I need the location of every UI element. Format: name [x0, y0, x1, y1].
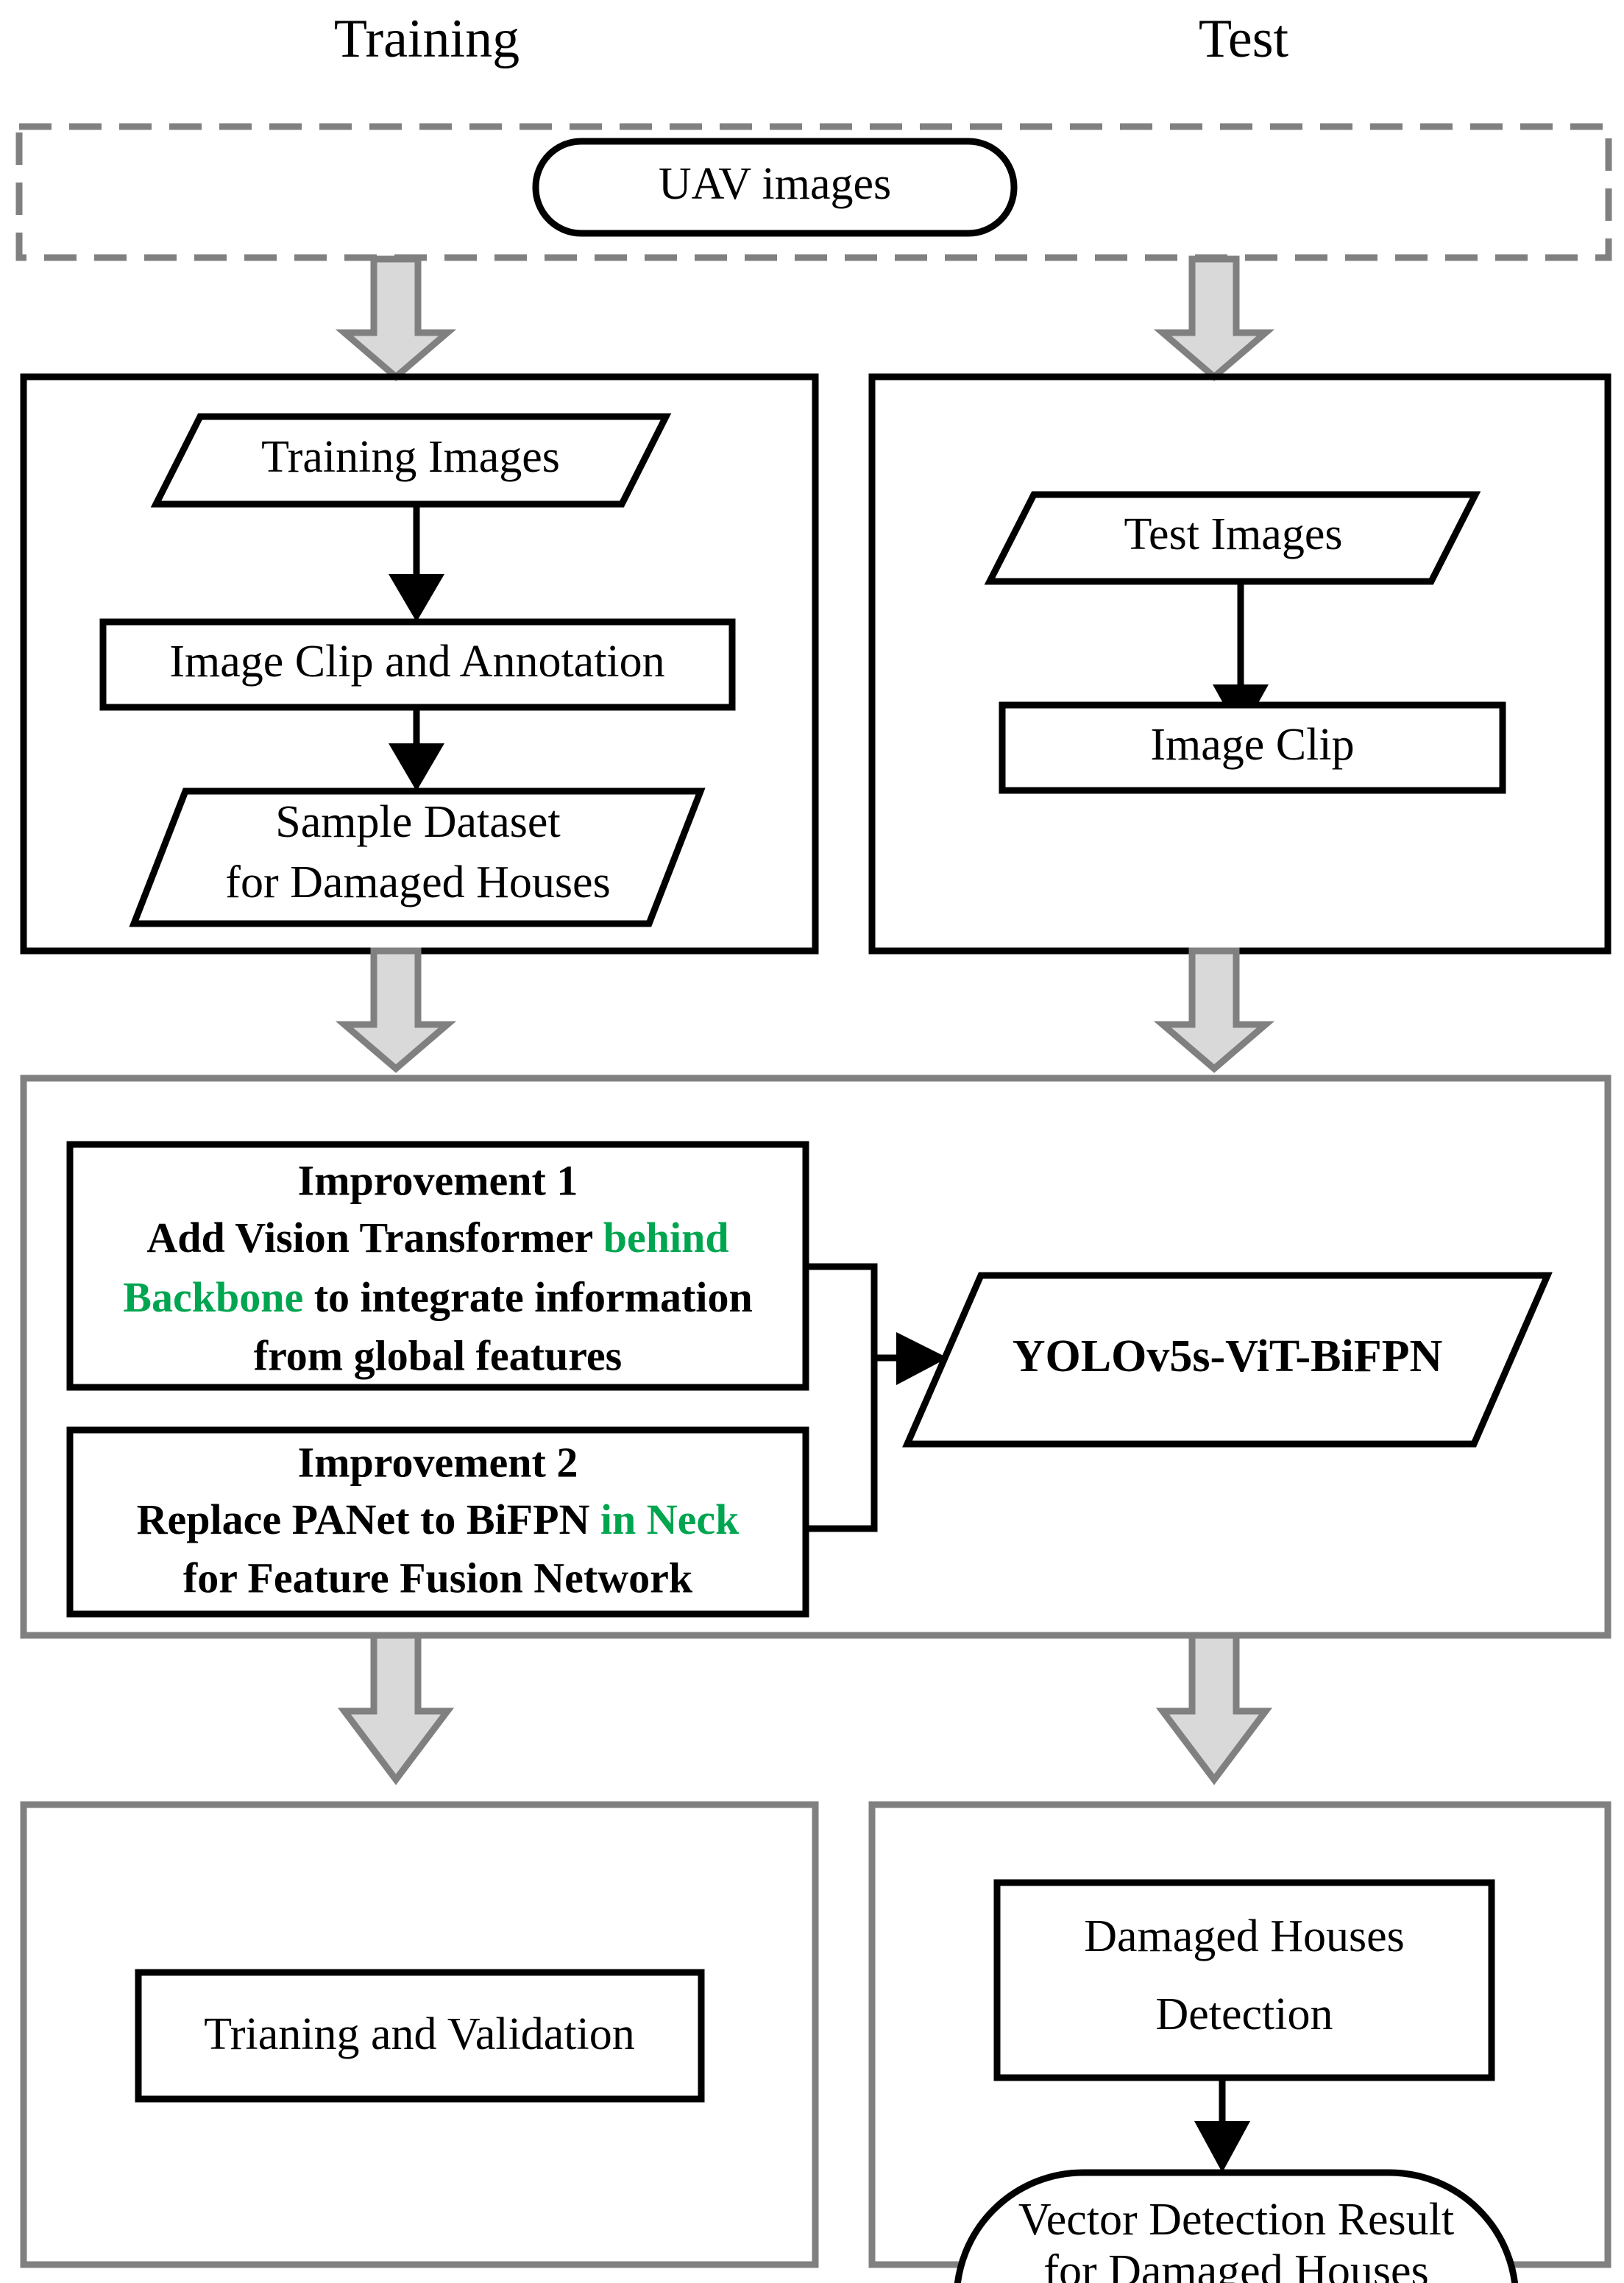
improvements-bracket-connector [806, 1263, 878, 1532]
down-block-arrow-icon-model-to-train-validation [337, 1632, 455, 1785]
improvement-2-line1-b: in Neck [600, 1496, 740, 1543]
sample-dataset-node[interactable] [129, 787, 706, 927]
training-validation-node[interactable] [135, 1969, 705, 2103]
bottom-left-panel [20, 1801, 819, 2268]
damaged-houses-detection-line2: Detection [1155, 1989, 1333, 2039]
test-panel [868, 373, 1611, 955]
training-column-title: Training [334, 9, 520, 69]
damaged-houses-detection-node[interactable] [993, 1879, 1495, 2081]
training-validation-label: Trianing and Validation [204, 2009, 635, 2059]
improvement-2-title: Improvement 2 [298, 1438, 578, 1486]
image-clip-label: Image Clip [1150, 720, 1354, 770]
vector-detection-result-line1: Vector Detection Result [1018, 2195, 1454, 2245]
improvement-2-line1: Replace PANet to BiFPN in Neck [137, 1496, 740, 1543]
training-images-node[interactable] [150, 413, 672, 508]
model-output-label: YOLOv5s-ViT-BiFPN [1013, 1331, 1442, 1381]
down-block-arrow-icon-test-to-model [1153, 947, 1275, 1073]
damaged-houses-detection-line1: Damaged Houses [1084, 1911, 1405, 1961]
improvement-1-line1: Add Vision Transformer behind [146, 1214, 728, 1261]
uav-source-region [15, 123, 1612, 261]
improvement-1-line2-a: Backbone [123, 1273, 303, 1321]
flow-arrowhead-train-2 [389, 743, 444, 791]
down-block-arrow-icon-to-training [335, 255, 457, 381]
flow-arrowhead-train-1 [389, 574, 444, 622]
uav-images-node[interactable] [532, 138, 1018, 237]
improvement-1-title: Improvement 1 [298, 1156, 578, 1204]
improvement-1-line2-b: to integrate information [303, 1273, 752, 1321]
training-images-label: Training Images [261, 432, 560, 482]
image-clip-node[interactable] [999, 701, 1506, 794]
vector-detection-result-node[interactable] [954, 2169, 1519, 2283]
improvement-2-line2: for Feature Fusion Network [183, 1554, 693, 1601]
sample-dataset-label-line2: for Damaged Houses [225, 857, 610, 907]
sample-dataset-label-line1: Sample Dataset [275, 797, 560, 847]
improvement-1-box[interactable] [66, 1141, 809, 1391]
improvement-1-line1-b: behind [603, 1214, 729, 1261]
improvement-2-box[interactable] [66, 1426, 809, 1618]
test-images-node[interactable] [984, 491, 1481, 585]
improvement-1-line2: Backbone to integrate information [123, 1273, 752, 1321]
model-output-node[interactable] [902, 1272, 1553, 1448]
flow-arrowhead-to-model [896, 1332, 948, 1385]
uav-images-label: UAV images [659, 159, 891, 209]
vector-detection-result-line2: for Damaged Houses [1043, 2246, 1428, 2283]
improvement-2-line1-a: Replace PANet to BiFPN [137, 1496, 600, 1543]
image-clip-annotation-label: Image Clip and Annotation [169, 637, 664, 687]
improvement-1-line1-a: Add Vision Transformer [146, 1214, 603, 1261]
test-column-title: Test [1199, 9, 1289, 69]
flow-arrowhead-result [1194, 2121, 1250, 2173]
down-block-arrow-icon-train-to-model [335, 947, 457, 1073]
model-panel [20, 1075, 1611, 1639]
down-block-arrow-icon-to-test [1153, 255, 1275, 381]
test-images-label: Test Images [1124, 509, 1343, 559]
image-clip-annotation-node[interactable] [99, 618, 736, 711]
down-block-arrow-icon-model-to-detection [1155, 1632, 1273, 1785]
improvement-1-line3: from global features [254, 1331, 622, 1379]
